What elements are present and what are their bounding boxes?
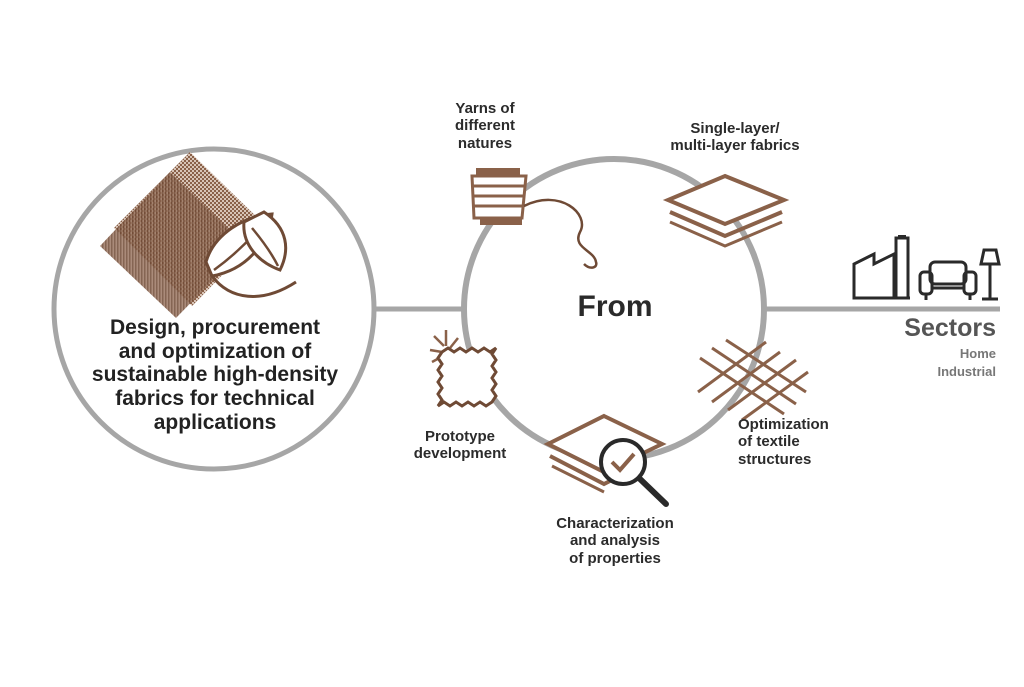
node-label-prototype: Prototype development bbox=[413, 428, 507, 463]
fabric-swatch-icon bbox=[429, 330, 498, 408]
main-title: Design, procurement and optimization of … bbox=[91, 316, 339, 434]
armchair-icon bbox=[918, 260, 978, 300]
node-label-layers: Single-layer/ multi-layer fabrics bbox=[670, 120, 800, 155]
fabric-leaf-icon bbox=[100, 152, 297, 318]
textile-mesh-icon bbox=[697, 338, 809, 422]
factory-icon bbox=[852, 235, 910, 300]
sector-item-home: Home bbox=[959, 346, 996, 361]
sector-item-industrial: Industrial bbox=[937, 364, 996, 379]
node-label-yarns: Yarns of different natures bbox=[455, 100, 515, 152]
node-label-optimization: Optimization of textile structures bbox=[738, 416, 829, 468]
hub-label: From bbox=[577, 290, 653, 323]
fabric-layers-icon bbox=[662, 173, 790, 248]
lamp-icon bbox=[979, 248, 1001, 301]
sectors-title: Sectors bbox=[904, 314, 996, 342]
node-label-characterization: Characterization and analysis of propert… bbox=[556, 515, 674, 567]
magnifier-check-icon bbox=[543, 413, 669, 507]
yarn-spool-icon bbox=[470, 168, 598, 269]
